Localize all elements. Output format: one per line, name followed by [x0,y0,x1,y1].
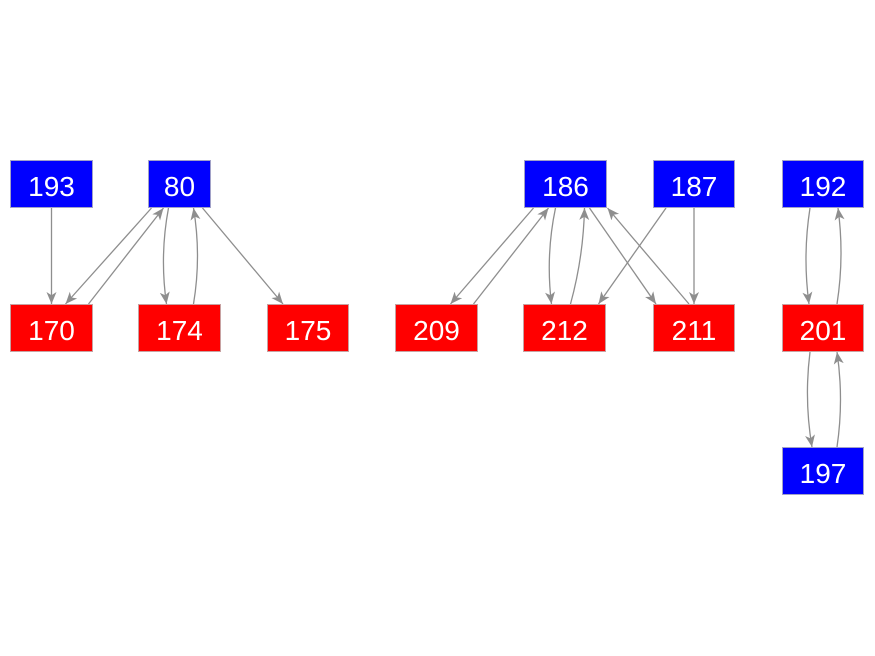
edge-192-to-201 [802,207,813,305]
edge-201-to-197 [805,351,815,448]
node-80[interactable]: 80 [148,160,211,208]
node-label: 201 [799,314,847,346]
node-170[interactable]: 170 [10,304,93,352]
node-211[interactable]: 211 [653,304,735,352]
edge-170-to-80 [87,207,165,305]
edge-80-to-174 [159,207,170,305]
node-192[interactable]: 192 [782,160,864,208]
node-label: 211 [671,314,717,346]
edge-80-to-170 [65,207,152,305]
node-label: 212 [541,314,588,346]
node-label: 197 [799,457,847,489]
edge-212-to-186 [569,207,590,305]
node-174[interactable]: 174 [138,304,221,352]
edge-186-to-212 [545,207,557,305]
node-label: 209 [413,314,460,346]
node-209[interactable]: 209 [395,304,478,352]
node-187[interactable]: 187 [653,160,735,208]
edge-187-to-212 [597,207,667,305]
edge-174-to-80 [190,207,201,305]
edge-211-to-186 [607,207,690,305]
node-175[interactable]: 175 [267,304,349,352]
node-186[interactable]: 186 [524,160,607,208]
node-label: 170 [28,314,75,346]
node-label: 175 [284,314,332,346]
edge-186-to-209 [450,207,534,305]
node-197[interactable]: 197 [782,447,864,495]
node-201[interactable]: 201 [782,304,864,352]
edge-197-to-201 [833,351,844,448]
node-label: 193 [28,170,75,202]
node-212[interactable]: 212 [523,304,606,352]
edge-80-to-175 [202,207,284,305]
edge-209-to-186 [472,207,550,305]
node-label: 192 [799,170,847,202]
node-label: 187 [670,170,718,202]
edge-186-to-211 [588,207,657,305]
node-label: 186 [542,170,589,202]
node-label: 80 [163,170,196,202]
edge-201-to-192 [834,207,845,305]
node-193[interactable]: 193 [10,160,93,208]
node-label: 174 [156,314,203,346]
